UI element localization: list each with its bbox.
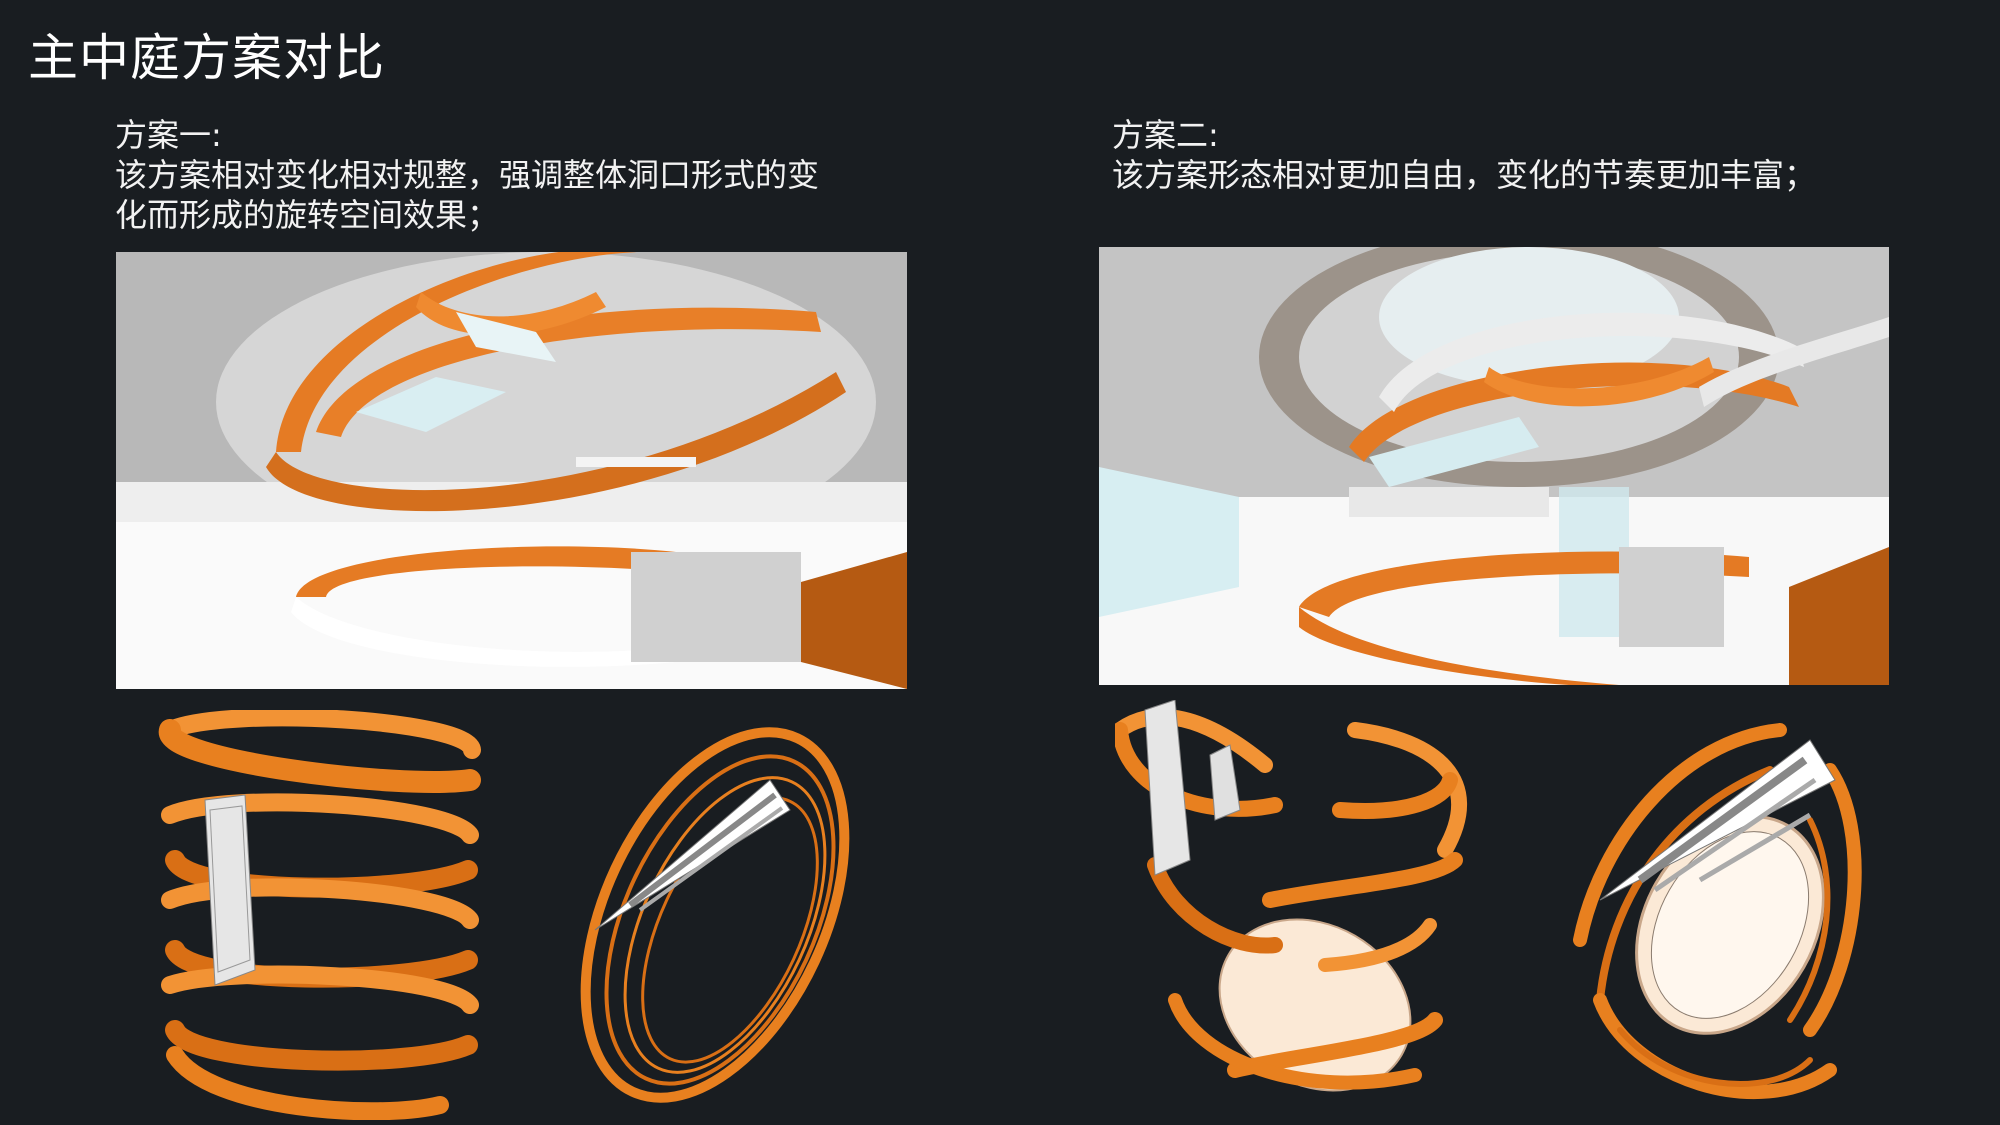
scheme-2-atrium-render — [1099, 247, 1889, 685]
slide-title: 主中庭方案对比 — [28, 29, 385, 87]
scheme-1-ring-model — [560, 700, 870, 1120]
scheme-2-text: 方案二: 该方案形态相对更加自由，变化的节奏更加丰富； — [1112, 115, 1912, 195]
scheme-2-label: 方案二: — [1112, 116, 1219, 154]
scheme-1-description: 该方案相对变化相对规整，强调整体洞口形式的变 化而形成的旋转空间效果； — [115, 156, 820, 234]
scheme-1-helix-model — [150, 710, 490, 1120]
scheme-2-description: 该方案形态相对更加自由，变化的节奏更加丰富； — [1112, 156, 1817, 194]
scheme-2-swirl-model — [1560, 700, 1900, 1120]
scheme-1-atrium-render — [116, 252, 907, 689]
scheme-2-freeform-model — [1115, 700, 1495, 1120]
scheme-1-text: 方案一: 该方案相对变化相对规整，强调整体洞口形式的变 化而形成的旋转空间效果； — [115, 115, 875, 235]
scheme-1-label: 方案一: — [115, 116, 222, 154]
